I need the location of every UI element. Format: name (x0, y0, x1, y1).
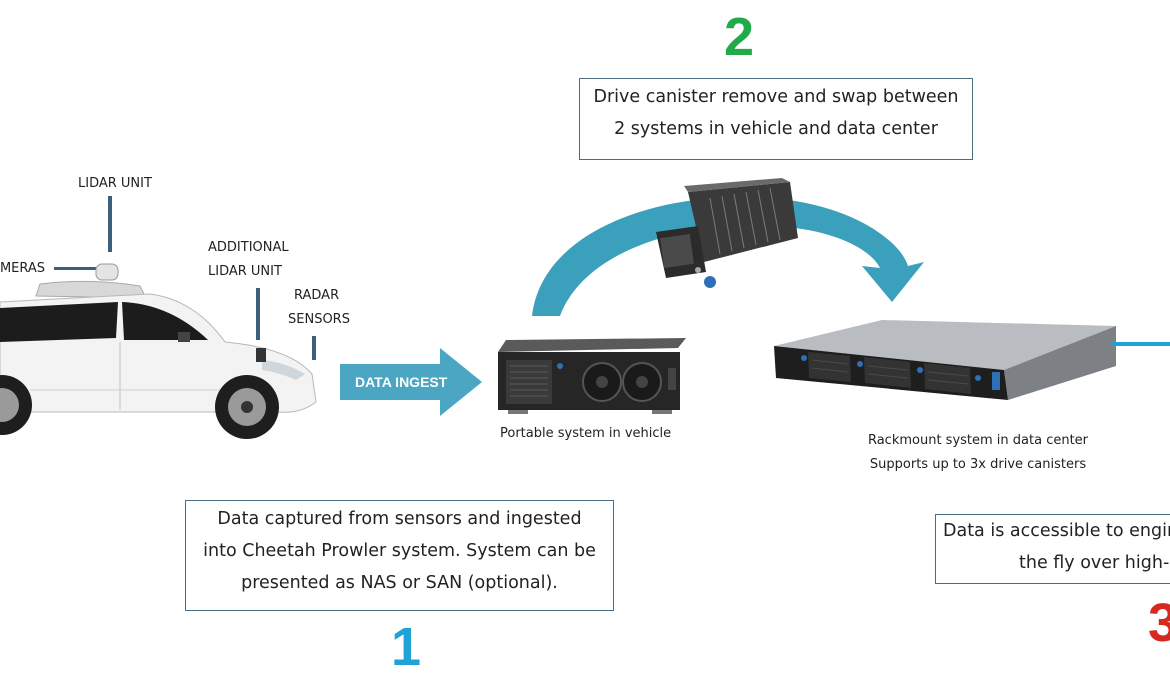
rackmount-caption-line: Rackmount system in data center (867, 433, 1089, 448)
capture-description-line: Data captured from sensors and ingested (217, 509, 582, 529)
radar-sensors-label: RADAR SENSORS (288, 284, 350, 332)
additional-lidar-label-line: ADDITIONAL (208, 240, 289, 255)
autonomous-minivan-icon (0, 263, 317, 439)
lidar-unit-label: LIDAR UNIT (78, 176, 152, 191)
radar-sensors-label-line: RADAR (294, 288, 340, 303)
capture-description-box: Data captured from sensors and ingested … (185, 500, 614, 611)
capture-description-line: presented as NAS or SAN (optional). (241, 573, 558, 593)
step-number-3: 3 (1148, 593, 1170, 653)
radar-pointer (312, 336, 316, 360)
radar-sensors-label-line: SENSORS (288, 312, 350, 327)
access-description-line: the fly over high-speed network (1019, 553, 1170, 573)
rackmount-server-icon (774, 320, 1116, 400)
lidar-unit-pointer (108, 196, 112, 252)
cameras-pointer (54, 267, 96, 270)
additional-lidar-label-line: LIDAR UNIT (208, 264, 282, 279)
drive-canister-icon (656, 178, 798, 288)
data-ingest-label: DATA INGEST (355, 374, 448, 390)
access-description-box: Data is accessible to engineers on the f… (935, 514, 1170, 584)
access-description-line: Data is accessible to engineers on (943, 521, 1170, 541)
rackmount-caption-line: Supports up to 3x drive canisters (869, 457, 1087, 472)
network-link-line (1112, 342, 1170, 346)
portable-system-caption: Portable system in vehicle (500, 426, 672, 441)
cameras-label: CAMERAS (0, 261, 46, 276)
portable-server-icon (498, 338, 686, 414)
step-number-1: 1 (391, 617, 422, 677)
rackmount-caption: Rackmount system in data center Supports… (846, 429, 1110, 477)
swap-description-line: 2 systems in vehicle and data center (614, 119, 938, 139)
swap-description-box: Drive canister remove and swap between 2… (579, 78, 973, 160)
capture-description-line: into Cheetah Prowler system. System can … (203, 541, 596, 561)
swap-description-line: Drive canister remove and swap between (593, 87, 959, 107)
additional-lidar-pointer (256, 288, 260, 340)
data-ingest-arrow (340, 348, 482, 416)
step-number-2: 2 (724, 7, 755, 67)
swap-arrow (532, 196, 924, 316)
additional-lidar-label: ADDITIONAL LIDAR UNIT (208, 236, 289, 284)
